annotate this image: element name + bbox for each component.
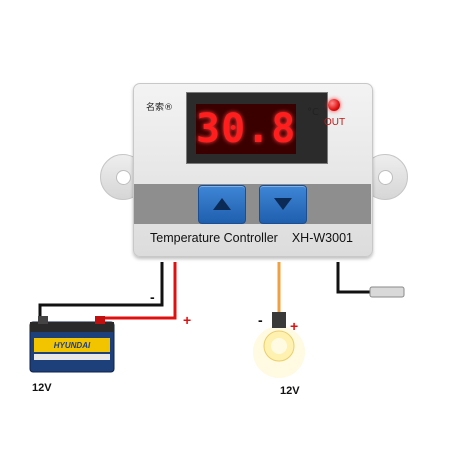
battery-positive-sign: + — [183, 312, 192, 328]
temperature-display: 30.8 — [196, 104, 297, 154]
mounting-hole — [116, 170, 131, 185]
triangle-down-icon — [274, 198, 292, 210]
model-number: XH-W3001 — [291, 231, 353, 245]
output-label: OUT — [324, 117, 346, 128]
product-name: Temperature Controller — [150, 231, 278, 245]
battery-negative-sign: - — [150, 289, 155, 305]
lamp-negative-sign: - — [258, 312, 263, 328]
unit-label: °C — [307, 107, 319, 118]
up-button[interactable] — [198, 185, 246, 224]
triangle-up-icon — [213, 198, 231, 210]
brand-logo: 名索® — [146, 103, 174, 113]
button-panel — [134, 184, 371, 224]
sensor-cable — [336, 262, 372, 294]
battery-negative-wire — [38, 262, 164, 318]
down-button[interactable] — [259, 185, 307, 224]
mounting-hole — [378, 170, 393, 185]
device-label: Temperature Controller XH-W3001 — [150, 231, 370, 245]
sensor-probe — [369, 286, 405, 298]
battery-brand-label: HYUNDAI — [53, 341, 91, 350]
output-led-icon — [328, 99, 340, 111]
battery-icon — [29, 316, 115, 373]
lamp-voltage-label: 12V — [280, 385, 300, 397]
light-bulb-icon — [253, 312, 305, 378]
battery-voltage-label: 12V — [32, 382, 52, 394]
lamp-positive-sign: + — [290, 318, 299, 334]
battery-positive-wire — [100, 262, 177, 320]
